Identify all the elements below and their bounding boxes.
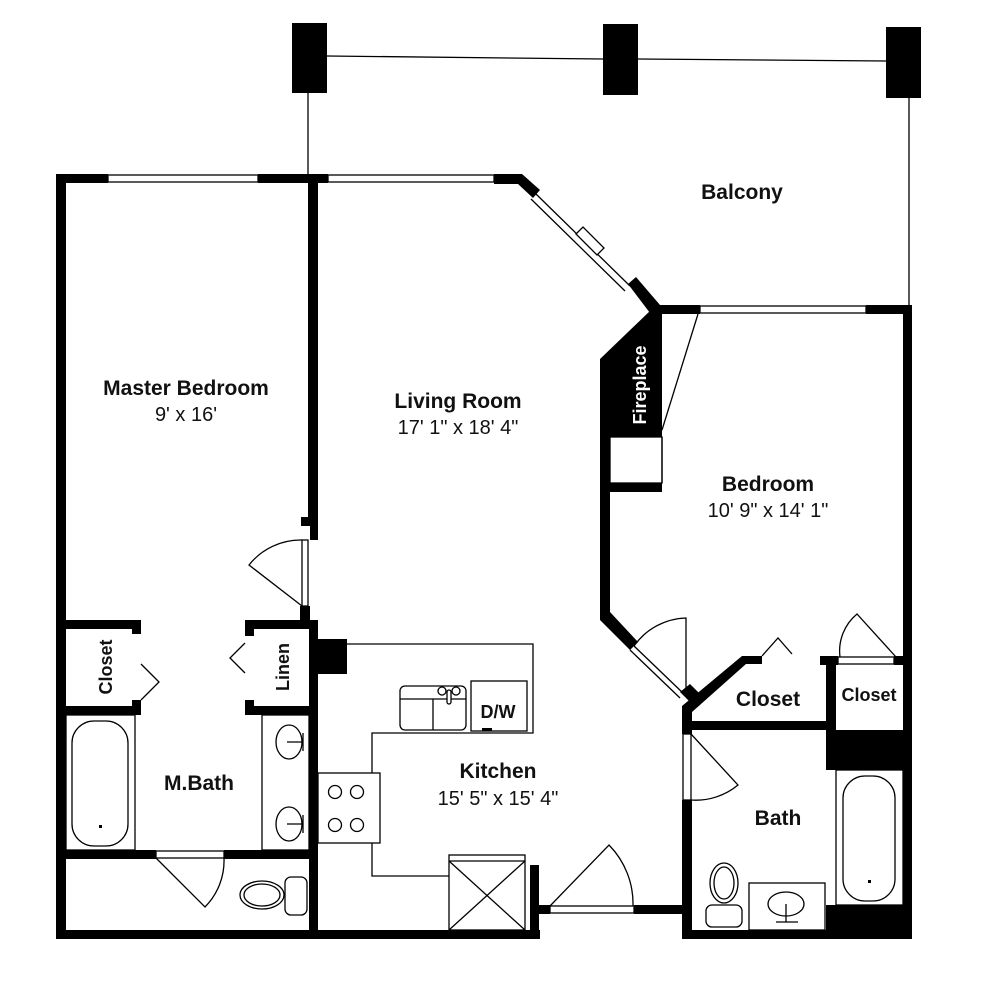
master-bedroom-label: Master Bedroom (103, 377, 269, 400)
balcony-column-left (292, 23, 327, 93)
balcony-column-right (886, 27, 921, 98)
door-bedroom (629, 617, 687, 699)
entry-door (549, 844, 634, 907)
bedroom-dimensions: 10' 9" x 14' 1" (708, 500, 829, 522)
bedroom-label: Bedroom (722, 473, 814, 496)
sliding-door-balcony (530, 193, 631, 292)
linen-label: Linen (273, 643, 293, 691)
bedroom-closet-door (761, 637, 793, 657)
master-bathtub (71, 720, 129, 847)
fireplace-label: Fireplace (630, 345, 650, 424)
kitchen-dimensions: 15' 5" x 15' 4" (438, 788, 559, 810)
master-bath-label: M.Bath (164, 772, 234, 795)
balcony-area (292, 23, 921, 306)
bath-fixtures (705, 769, 904, 931)
hall-closet-label: Closet (841, 685, 896, 705)
linen-door (229, 642, 246, 674)
kitchen-counter (347, 643, 534, 877)
walls: Fireplace (56, 174, 912, 939)
mechanical-block (826, 730, 904, 770)
bath-vanity (748, 882, 826, 931)
window-living-room (327, 174, 495, 183)
door-bath (690, 733, 739, 801)
bathtub (842, 775, 896, 902)
master-bedroom-dimensions: 9' x 16' (155, 404, 217, 426)
dishwasher: D/W (470, 680, 528, 732)
door-master-bedroom (248, 539, 309, 607)
master-bath-fixtures (65, 714, 310, 916)
door-master-bath (155, 857, 225, 908)
kitchen-column (318, 639, 347, 674)
kitchen-sink (399, 685, 467, 731)
hall-closet-door (838, 613, 897, 658)
living-room-dimensions: 17' 1" x 18' 4" (398, 417, 519, 439)
balcony-railing-right (637, 58, 887, 62)
balcony-column-middle (603, 24, 638, 95)
closet-door-master (140, 663, 160, 701)
living-room-label: Living Room (394, 390, 521, 413)
kitchen-fixtures: D/W (317, 643, 534, 931)
stove (317, 772, 381, 844)
kitchen-label: Kitchen (459, 760, 536, 783)
fireplace (600, 310, 662, 437)
refrigerator (448, 854, 526, 931)
master-toilet (239, 876, 308, 916)
master-closet-label: Closet (96, 639, 116, 694)
window-master-bedroom (107, 174, 259, 183)
bedroom-closet-label: Closet (736, 688, 800, 711)
dishwasher-label: D/W (481, 702, 516, 722)
window-bedroom (699, 305, 867, 314)
room-labels: Balcony Master Bedroom 9' x 16' Living R… (96, 181, 897, 830)
balcony-railing-left (326, 55, 604, 60)
bath-label: Bath (755, 807, 802, 830)
door-bath-frame (682, 733, 692, 801)
master-vanity (261, 714, 310, 851)
bath-toilet (705, 862, 743, 928)
balcony-label: Balcony (701, 181, 783, 204)
